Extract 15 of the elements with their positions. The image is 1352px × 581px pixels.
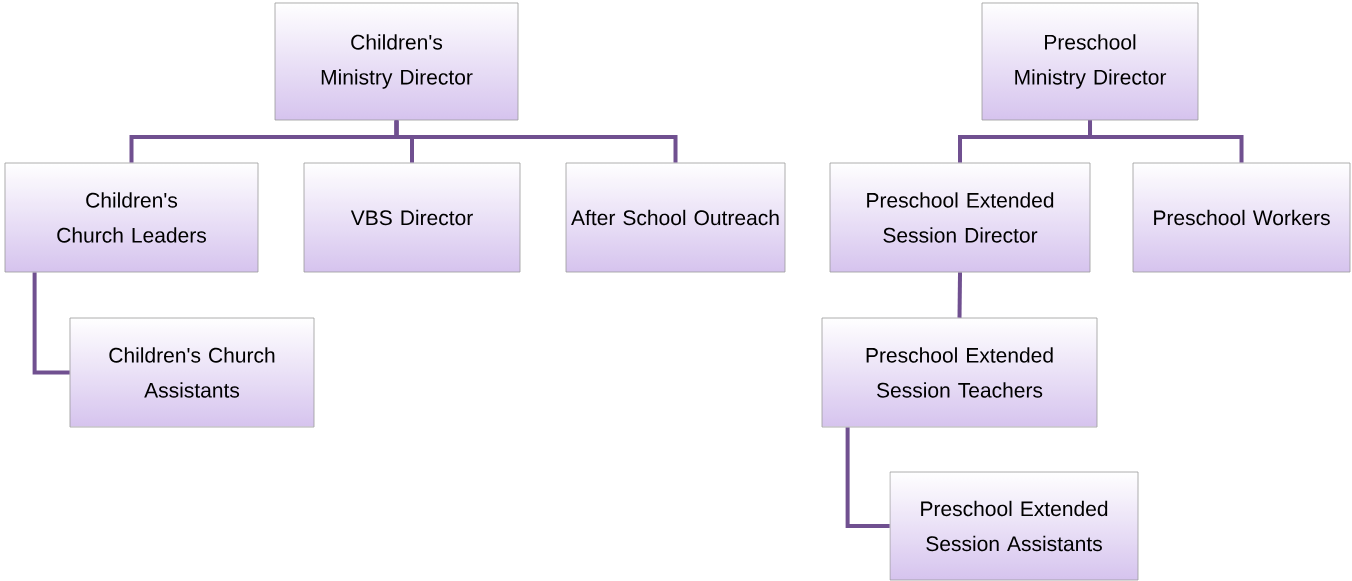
org-box: VBS Director [303,162,521,273]
connector-line [394,120,678,163]
connector-line [32,272,70,375]
org-box: After School Outreach [565,162,786,273]
org-box: Preschool Ministry Director [981,2,1199,121]
org-box: Preschool Extended Session Assistants [889,471,1139,581]
connector-line [845,427,890,528]
org-box: Preschool Workers [1132,162,1351,273]
org-box: Preschool Extended Session Teachers [821,317,1098,428]
org-box: Preschool Extended Session Director [829,162,1091,273]
connector-line [1088,120,1244,163]
connector-line [957,272,962,318]
org-box: Children's Church Leaders [4,162,259,273]
org-box: Children's Church Assistants [69,317,315,428]
org-box: Children's Ministry Director [274,2,519,121]
